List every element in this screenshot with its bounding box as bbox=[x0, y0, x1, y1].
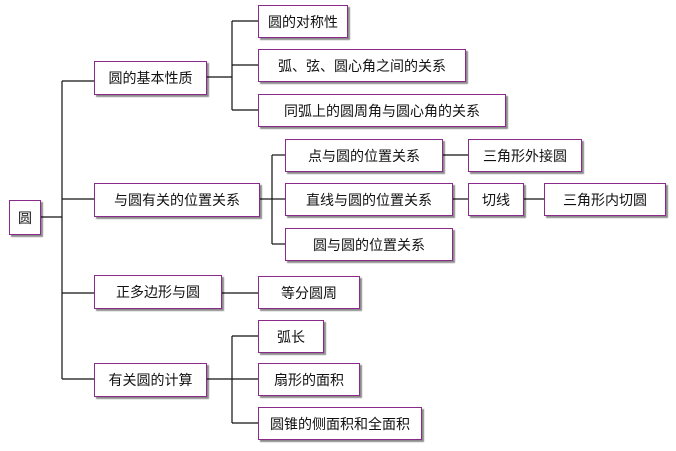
node-symmetry: 圆的对称性 bbox=[258, 5, 348, 38]
node-regular-polygon: 正多边形与圆 bbox=[94, 275, 222, 309]
node-divide-circumference: 等分圆周 bbox=[258, 276, 360, 309]
node-arc-chord-angle: 弧、弦、圆心角之间的关系 bbox=[258, 49, 466, 82]
node-root-circle: 圆 bbox=[9, 200, 41, 235]
node-calculations: 有关圆的计算 bbox=[94, 363, 207, 397]
node-positional-relations: 与圆有关的位置关系 bbox=[94, 183, 260, 217]
node-arc-length: 弧长 bbox=[258, 320, 324, 353]
node-cone-area: 圆锥的侧面积和全面积 bbox=[258, 407, 422, 440]
node-point-circle: 点与圆的位置关系 bbox=[285, 139, 443, 172]
node-inscribed-central-angle: 同弧上的圆周角与圆心角的关系 bbox=[258, 94, 506, 127]
node-line-circle: 直线与圆的位置关系 bbox=[285, 183, 453, 216]
node-sector-area: 扇形的面积 bbox=[258, 363, 360, 396]
node-incircle: 三角形内切圆 bbox=[544, 183, 666, 216]
node-circle-circle: 圆与圆的位置关系 bbox=[285, 228, 453, 261]
node-tangent: 切线 bbox=[468, 183, 524, 216]
node-circumcircle: 三角形外接圆 bbox=[468, 139, 582, 172]
node-basic-properties: 圆的基本性质 bbox=[94, 61, 207, 95]
